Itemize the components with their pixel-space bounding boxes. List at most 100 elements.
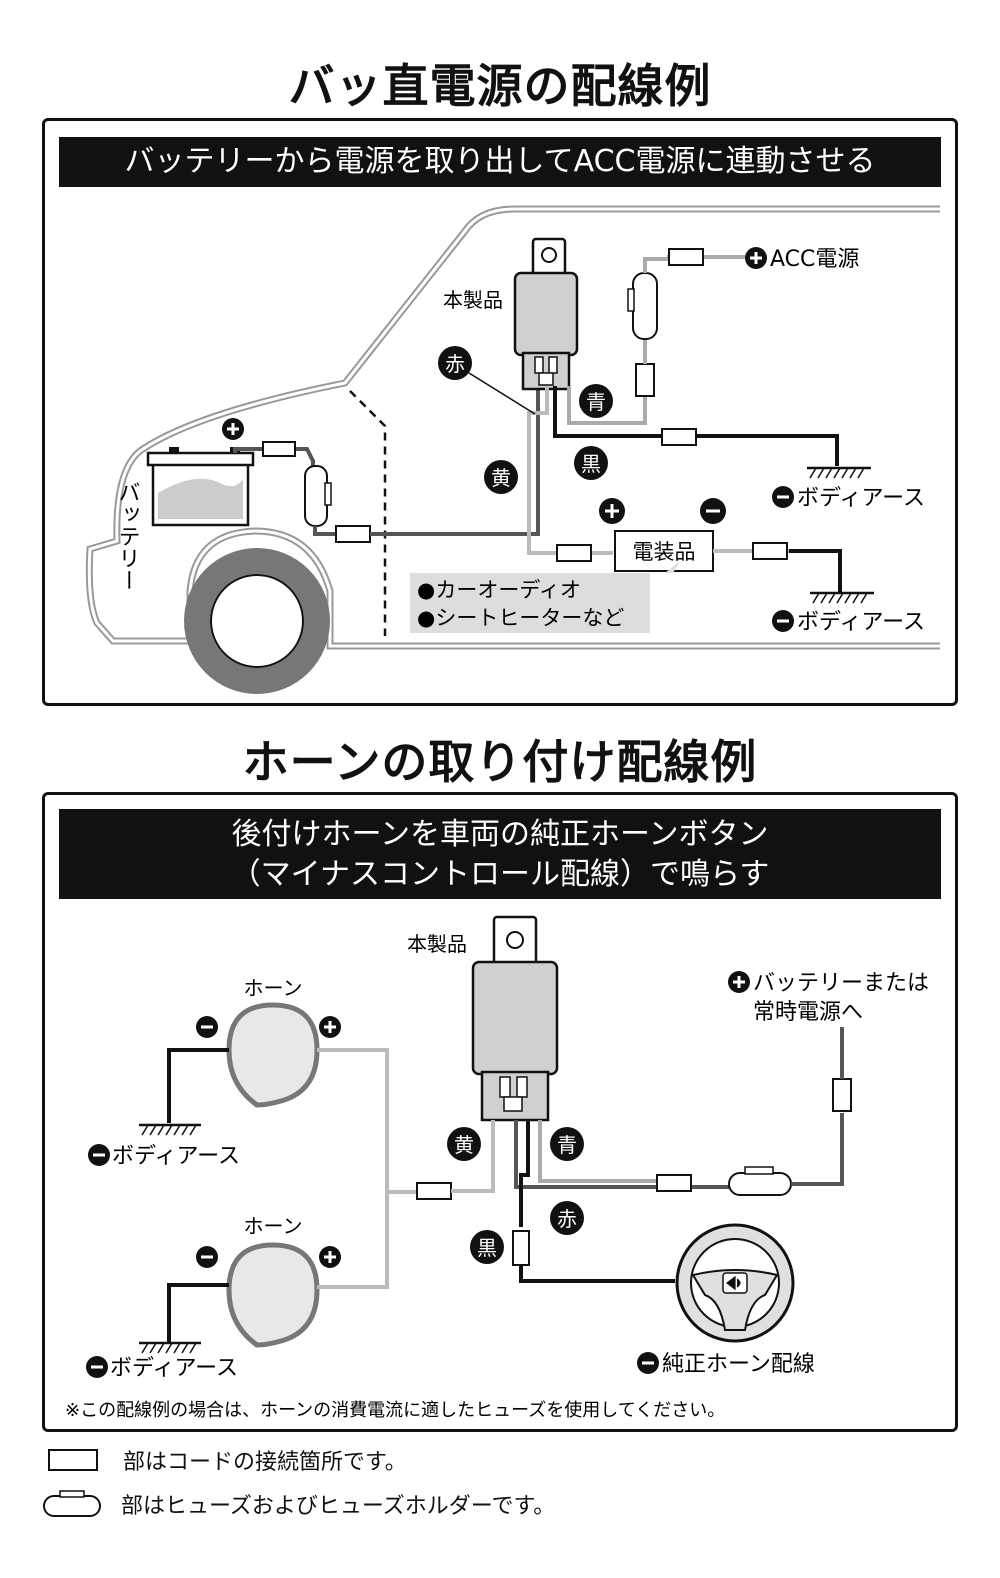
- ground-symbol-2: [810, 591, 874, 604]
- wire-blue: [567, 377, 647, 425]
- legend-connector: 部はコードの接続箇所です。: [42, 1444, 407, 1476]
- body-earth-label-1: ボディアース: [797, 486, 925, 511]
- connector-legend-symbol: [48, 1449, 98, 1471]
- connector-steering: [512, 1230, 530, 1266]
- battery-icon: [146, 447, 255, 527]
- connector-battery: [262, 441, 296, 457]
- connector-battery-line: [656, 1174, 692, 1192]
- badge-yellow-label: 黄: [491, 466, 511, 490]
- body-earth-label-4: ボディアース: [110, 1356, 238, 1381]
- section2-banner-line2: （マイナスコントロール配線）で鳴らす: [230, 857, 770, 892]
- wire-red-2: [514, 1120, 735, 1189]
- legend-connector-text: 部はコードの接続箇所です。: [123, 1450, 407, 1475]
- minus-icon-stock: [637, 1352, 659, 1374]
- badge-black-2: [470, 1230, 504, 1264]
- badge-red-leader: [468, 372, 536, 415]
- badge-black-2-label: 黒: [477, 1236, 497, 1260]
- product-label-2: 本製品: [407, 932, 467, 956]
- wire-horn-plus: [317, 1048, 423, 1289]
- plus-icon-horn1: [319, 1016, 341, 1038]
- device-box: [614, 530, 714, 572]
- badge-red-label: 赤: [445, 352, 465, 376]
- stock-horn-label: 純正ホーン配線: [662, 1352, 815, 1377]
- badge-blue-2-label: 青: [557, 1133, 577, 1157]
- relay-product: [513, 237, 579, 391]
- connector-device-2: [752, 542, 788, 560]
- horn-icon-1: [226, 1002, 320, 1108]
- battery-label-1: バッテリーまたは: [753, 971, 929, 996]
- minus-icon-earth1: [772, 486, 794, 508]
- plus-icon-acc: [745, 247, 767, 269]
- badge-red: [438, 346, 472, 380]
- horn-label-2: ホーン: [244, 1214, 303, 1238]
- badge-yellow-2: [447, 1127, 481, 1161]
- wire-horn1-minus: [167, 1048, 229, 1123]
- connector-black: [661, 428, 697, 446]
- legend-fuse: 部はヒューズおよびヒューズホルダーです。: [42, 1488, 555, 1520]
- body-earth-label-2: ボディアース: [797, 610, 925, 635]
- minus-icon-horn1: [196, 1016, 218, 1038]
- minus-icon-earth2: [772, 610, 794, 632]
- battery-label: バッテリー: [115, 481, 140, 591]
- acc-label: ACC電源: [770, 247, 859, 272]
- fuse-holder-horn: [728, 1172, 792, 1196]
- badge-blue: [579, 384, 613, 418]
- ground-symbol-4: [139, 1341, 201, 1354]
- section2-panel: 後付けホーンを車両の純正ホーンボタン （マイナスコントロール配線）で鳴らす 本製…: [42, 792, 958, 1432]
- seat-heater-label: ●シートヒーターなど: [417, 606, 624, 630]
- fuse-holder-battery: [304, 465, 328, 527]
- badge-red-2: [550, 1201, 584, 1235]
- fuse-legend-symbol: [43, 1490, 101, 1517]
- ground-symbol-3: [139, 1123, 201, 1136]
- section2-title: ホーンの取り付け配線例: [242, 735, 758, 789]
- connector-acc-2: [668, 248, 704, 266]
- wire-black-2: [519, 1120, 530, 1227]
- minus-icon-earth4: [86, 1356, 108, 1378]
- minus-icon-device: [700, 498, 726, 524]
- device-label: 電装品: [633, 540, 696, 564]
- badge-yellow-2-label: 黄: [454, 1133, 474, 1157]
- legend-fuse-text: 部はヒューズおよびヒューズホルダーです。: [121, 1494, 556, 1519]
- badge-yellow: [484, 460, 518, 494]
- fuse-holder-acc: [632, 272, 658, 340]
- wire-yellow-2: [451, 1120, 495, 1193]
- plus-icon-horn2: [319, 1246, 341, 1268]
- connector-horn: [416, 1182, 452, 1200]
- connector-battery-2: [335, 525, 371, 543]
- steering-wheel-icon: [675, 1223, 795, 1343]
- section2-banner: 後付けホーンを車両の純正ホーンボタン （マイナスコントロール配線）で鳴らす: [59, 809, 941, 899]
- horn-label-1: ホーン: [244, 976, 303, 1000]
- wire-red: [370, 386, 540, 536]
- wheel: [184, 548, 330, 694]
- badge-blue-label: 青: [586, 390, 606, 414]
- badge-blue-2: [550, 1127, 584, 1161]
- badge-red-2-label: 赤: [557, 1207, 577, 1231]
- section1-banner: バッテリーから電源を取り出してACC電源に連動させる: [59, 137, 941, 187]
- badge-black: [574, 446, 608, 480]
- wire-horn2-minus: [167, 1283, 229, 1343]
- section1-diagram: バッテリー 本製品 ACC電源: [85, 205, 940, 694]
- product-label: 本製品: [443, 288, 503, 312]
- section2-banner-line1: 後付けホーンを車両の純正ホーンボタン: [231, 817, 769, 852]
- horn-icon-2: [226, 1242, 320, 1348]
- connector-acc-1: [635, 363, 655, 397]
- plus-icon-battery2: [728, 971, 750, 993]
- battery-label-2: 常時電源へ: [753, 1000, 863, 1025]
- section2-note: ※この配線例の場合は、ホーンの消費電流に適したヒューズを使用してください。: [65, 1400, 725, 1421]
- section1-panel: バッテリーから電源を取り出してACC電源に連動させる バッテリー: [42, 118, 958, 706]
- plus-icon-device: [599, 498, 625, 524]
- car-audio-label: ●カーオーディオ: [417, 578, 581, 602]
- minus-icon-earth3: [88, 1144, 110, 1166]
- minus-icon-horn2: [196, 1246, 218, 1268]
- connector-device-1: [556, 544, 592, 562]
- plus-icon-battery: [222, 418, 244, 440]
- badge-black-label: 黒: [581, 452, 601, 476]
- wire-battery-plus: [233, 447, 315, 471]
- ground-symbol-1: [807, 466, 871, 479]
- connector-battery-line-2: [832, 1078, 852, 1112]
- firewall-dashed-line: [349, 390, 387, 636]
- relay-product-2: [471, 915, 559, 1122]
- section2-diagram: 本製品 ホーン ボディアース ホーン ボディアース: [65, 915, 929, 1421]
- section1-title: バッ直電源の配線例: [288, 59, 712, 113]
- body-earth-label-3: ボディアース: [112, 1144, 240, 1169]
